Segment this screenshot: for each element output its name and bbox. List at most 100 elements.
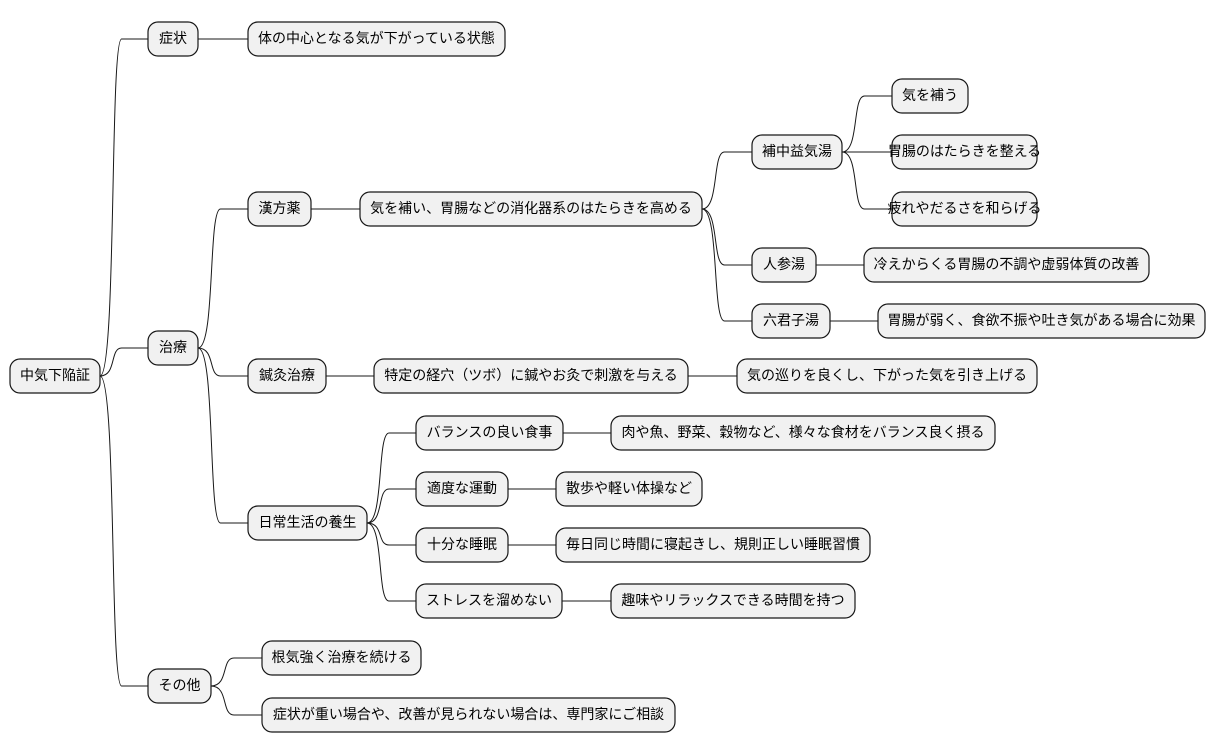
mindmap-node: 適度な運動 bbox=[415, 471, 509, 507]
node-box bbox=[247, 505, 368, 541]
mindmap-edge bbox=[197, 347, 248, 524]
mindmap-edge bbox=[366, 522, 416, 602]
node-label: 補中益気湯 bbox=[762, 143, 832, 160]
node-label: 日常生活の養生 bbox=[259, 514, 357, 531]
node-label: 肉や魚、野菜、穀物など、様々な食材をバランス良く摂る bbox=[621, 424, 984, 441]
mindmap-edge bbox=[841, 95, 892, 153]
node-label: バランスの良い食事 bbox=[427, 424, 553, 441]
mindmap-node: 胃腸のはたらきを整える bbox=[888, 134, 1041, 170]
node-box bbox=[891, 191, 1038, 227]
node-box bbox=[147, 21, 199, 57]
mindmap-node: 気を補う bbox=[891, 78, 969, 114]
mindmap-node: 体の中心となる気が下がっている状態 bbox=[247, 21, 506, 57]
node-label: 根気強く治療を続ける bbox=[272, 649, 412, 666]
mindmap-edge bbox=[99, 347, 148, 377]
node-box bbox=[877, 303, 1206, 339]
mindmap-edge bbox=[197, 208, 248, 349]
node-box bbox=[891, 78, 969, 114]
node-box bbox=[261, 697, 676, 733]
mindmap-node: 補中益気湯 bbox=[751, 134, 843, 170]
node-box bbox=[751, 247, 817, 283]
node-label: 六君子湯 bbox=[763, 312, 819, 329]
mindmap-node: 気の巡りを良くし、下がった気を引き上げる bbox=[736, 358, 1038, 394]
node-label: 気を補い、胃腸などの消化器系のはたらきを高める bbox=[370, 200, 692, 217]
node-box bbox=[415, 415, 564, 451]
mindmap-node: 散歩や軽い体操など bbox=[555, 471, 703, 507]
node-box bbox=[415, 583, 563, 619]
mindmap-node: バランスの良い食事 bbox=[415, 415, 564, 451]
node-box bbox=[247, 21, 506, 57]
node-label: 症状が重い場合や、改善が見られない場合は、専門家にご相談 bbox=[273, 706, 664, 723]
mindmap-root-node: 中気下陥証 bbox=[9, 358, 101, 394]
mindmap-node: 六君子湯 bbox=[751, 303, 831, 339]
node-box bbox=[359, 191, 703, 227]
node-box bbox=[373, 358, 689, 394]
mindmap-edge bbox=[701, 208, 752, 322]
node-box bbox=[247, 358, 327, 394]
mindmap-node: 根気強く治療を続ける bbox=[261, 640, 422, 676]
node-box bbox=[751, 134, 843, 170]
mindmap-node: 趣味やリラックスできる時間を持つ bbox=[610, 583, 856, 619]
node-label: 特定の経穴（ツボ）に鍼やお灸で刺激を与える bbox=[384, 367, 678, 384]
mindmap-node: 肉や魚、野菜、穀物など、様々な食材をバランス良く摂る bbox=[610, 415, 996, 451]
node-label: 鍼灸治療 bbox=[259, 367, 315, 384]
mindmap-edge bbox=[197, 347, 248, 377]
mindmap-node: 毎日同じ時間に寝起きし、規則正しい睡眠習慣 bbox=[555, 527, 871, 563]
node-label: 胃腸が弱く、食欲不振や吐き気がある場合に効果 bbox=[888, 312, 1196, 329]
node-box bbox=[863, 247, 1150, 283]
mindmap-node: 日常生活の養生 bbox=[247, 505, 368, 541]
mindmap-node: 気を補い、胃腸などの消化器系のはたらきを高める bbox=[359, 191, 703, 227]
node-label: 中気下陥証 bbox=[20, 367, 90, 384]
mindmap-node: 十分な睡眠 bbox=[415, 527, 509, 563]
node-label: 疲れやだるさを和らげる bbox=[888, 200, 1042, 217]
mindmap-edge bbox=[99, 375, 148, 687]
mindmap-edge bbox=[210, 657, 262, 687]
mindmap-node: 人参湯 bbox=[751, 247, 817, 283]
node-box bbox=[555, 527, 871, 563]
node-label: 適度な運動 bbox=[427, 480, 497, 497]
mindmap-node: 症状が重い場合や、改善が見られない場合は、専門家にご相談 bbox=[261, 697, 676, 733]
node-label: 体の中心となる気が下がっている状態 bbox=[258, 31, 495, 47]
node-label: 人参湯 bbox=[763, 256, 805, 273]
mindmap-node: 特定の経穴（ツボ）に鍼やお灸で刺激を与える bbox=[373, 358, 689, 394]
mindmap-node: ストレスを溜めない bbox=[415, 583, 563, 619]
node-label: 十分な睡眠 bbox=[427, 537, 497, 553]
node-box bbox=[247, 191, 312, 227]
node-label: 趣味やリラックスできる時間を持つ bbox=[621, 593, 844, 609]
node-box bbox=[261, 640, 422, 676]
mindmap-node: 症状 bbox=[147, 21, 199, 57]
mindmap-node: 治療 bbox=[147, 330, 199, 366]
node-box bbox=[610, 415, 996, 451]
node-box bbox=[610, 583, 856, 619]
mindmap-edge bbox=[210, 685, 262, 716]
mindmap-edge bbox=[366, 522, 416, 546]
node-box bbox=[751, 303, 831, 339]
mindmap-node: 胃腸が弱く、食欲不振や吐き気がある場合に効果 bbox=[877, 303, 1206, 339]
mindmap-edge bbox=[701, 208, 752, 266]
mindmap-edge bbox=[366, 488, 416, 524]
mindmap-edge bbox=[99, 38, 148, 377]
node-box bbox=[147, 330, 199, 366]
mindmap-edge bbox=[366, 432, 416, 524]
node-label: 冷えからくる胃腸の不調や虚弱体質の改善 bbox=[874, 257, 1140, 273]
node-label: 気の巡りを良くし、下がった気を引き上げる bbox=[747, 368, 1027, 384]
edges bbox=[99, 38, 892, 716]
node-box bbox=[736, 358, 1038, 394]
node-label: 毎日同じ時間に寝起きし、規則正しい睡眠習慣 bbox=[566, 536, 860, 553]
node-label: その他 bbox=[159, 678, 201, 694]
node-label: ストレスを溜めない bbox=[426, 593, 552, 609]
node-box bbox=[415, 471, 509, 507]
node-box bbox=[9, 358, 101, 394]
node-box bbox=[891, 134, 1038, 170]
node-label: 漢方薬 bbox=[259, 201, 301, 217]
node-box bbox=[555, 471, 703, 507]
node-label: 気を補う bbox=[902, 88, 958, 104]
mindmap-edge bbox=[701, 151, 752, 210]
node-box bbox=[147, 668, 212, 704]
mindmap-node: 鍼灸治療 bbox=[247, 358, 327, 394]
mindmap-node: 冷えからくる胃腸の不調や虚弱体質の改善 bbox=[863, 247, 1150, 283]
node-label: 症状 bbox=[159, 31, 187, 47]
node-box bbox=[415, 527, 509, 563]
